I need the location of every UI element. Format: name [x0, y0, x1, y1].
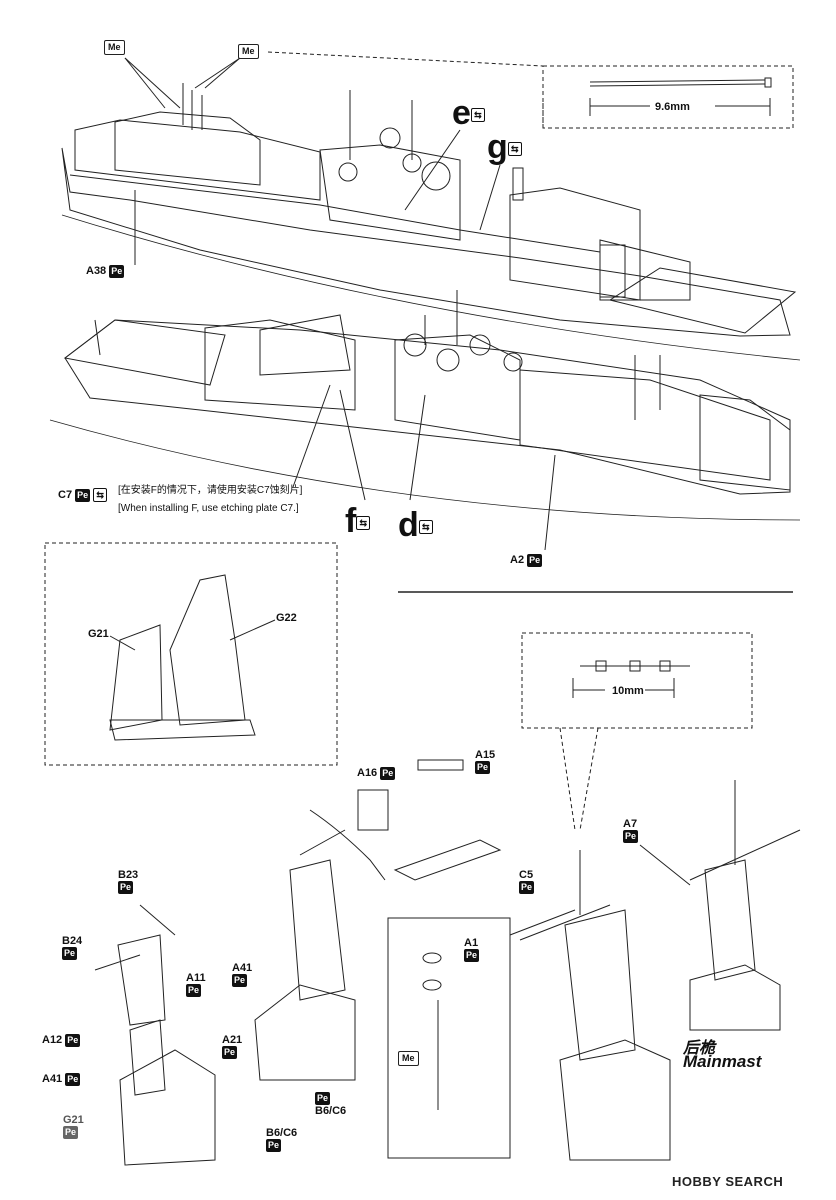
part-a38-code: A38 — [86, 265, 107, 277]
pe-tag-grey: Pe — [63, 1126, 79, 1139]
part-g22-label: G22 — [276, 612, 297, 624]
part-b23-code: B23 — [118, 869, 139, 881]
part-a16-code: A16 — [357, 767, 378, 779]
callout-e: e⇆ — [452, 96, 485, 130]
measure-10mm: 10mm — [612, 685, 644, 697]
callout-d: d⇆ — [398, 508, 433, 542]
callout-f: f⇆ — [345, 502, 371, 540]
pe-tag: Pe — [62, 947, 78, 960]
part-a16-label: A16 Pe — [357, 767, 396, 780]
pe-tag: Pe — [527, 554, 543, 567]
pe-tag: Pe — [475, 761, 491, 774]
swap-icon: ⇆ — [507, 142, 522, 157]
mainmast-title-cn: 后桅 — [683, 1040, 716, 1057]
install-note-en: [When installing F, use etching plate C7… — [118, 503, 299, 514]
part-a21-label: A21 Pe — [222, 1034, 242, 1059]
me-tag-1: Me — [104, 40, 125, 55]
part-b6c6-label-mid: Pe B6/C6 — [315, 1092, 346, 1117]
pe-tag: Pe — [380, 767, 396, 780]
part-a12-code: A12 — [42, 1034, 63, 1046]
pe-tag: Pe — [266, 1139, 282, 1152]
swap-icon: ⇆ — [470, 108, 485, 123]
part-a38-label: A38 Pe — [86, 265, 125, 278]
part-g21-grey-label: G21 Pe — [63, 1114, 84, 1139]
watermark: HOBBY SEARCH — [672, 1174, 784, 1189]
part-a15-label: A15 Pe — [475, 749, 495, 774]
part-c7-code: C7 — [58, 488, 73, 501]
part-b24-label: B24 Pe — [62, 935, 82, 960]
part-a1-code: A1 — [464, 937, 479, 949]
part-g21-label: G21 — [88, 628, 109, 640]
pe-tag: Pe — [222, 1046, 238, 1059]
part-a41-label-mid: A41 Pe — [232, 962, 252, 987]
swap-icon: ⇆ — [93, 488, 108, 502]
pe-tag: Pe — [232, 974, 248, 987]
part-a12-label: A12 Pe — [42, 1034, 81, 1047]
part-a1-label: A1 Pe — [464, 937, 480, 962]
part-a41-code: A41 — [232, 962, 253, 974]
pe-tag: Pe — [65, 1073, 81, 1086]
part-c7-label: C7 Pe ⇆ — [58, 488, 108, 502]
part-c5-code: C5 — [519, 869, 534, 881]
callout-e-letter: e — [452, 94, 471, 132]
part-a11-code: A11 — [186, 972, 206, 984]
part-b6c6-code: B6/C6 — [315, 1105, 347, 1117]
install-note-cn: [在安装F的情况下，请使用安装C7蚀刻片] — [118, 485, 303, 496]
part-a41-code: A41 — [42, 1073, 63, 1085]
mainmast-title-en: Mainmast — [683, 1052, 762, 1071]
part-a7-label: A7 Pe — [623, 818, 639, 843]
pe-tag: Pe — [65, 1034, 81, 1047]
part-a2-code: A2 — [510, 554, 525, 566]
callout-g: g⇆ — [487, 130, 522, 164]
callout-f-letter: f — [345, 502, 357, 540]
pe-tag: Pe — [519, 881, 535, 894]
pe-tag: Pe — [623, 830, 639, 843]
part-a15-code: A15 — [475, 749, 496, 761]
part-b24-code: B24 — [62, 935, 83, 947]
me-tag-3: Me — [398, 1051, 419, 1066]
pe-tag: Pe — [464, 949, 480, 962]
part-a21-code: A21 — [222, 1034, 243, 1046]
pe-tag: Pe — [75, 488, 91, 502]
part-b6c6-code: B6/C6 — [266, 1127, 298, 1139]
pe-tag: Pe — [109, 265, 125, 278]
swap-icon: ⇆ — [356, 516, 371, 531]
measure-9-6mm: 9.6mm — [655, 101, 690, 113]
part-a2-label: A2 Pe — [510, 554, 543, 567]
part-b23-label: B23 Pe — [118, 869, 138, 894]
pe-tag: Pe — [315, 1092, 331, 1105]
part-a41-label-left: A41 Pe — [42, 1073, 81, 1086]
callout-g-letter: g — [487, 128, 508, 166]
part-a7-code: A7 — [623, 818, 638, 830]
pe-tag: Pe — [118, 881, 134, 894]
callout-d-letter: d — [398, 506, 419, 544]
part-c5-label: C5 Pe — [519, 869, 535, 894]
part-g21-code: G21 — [63, 1114, 84, 1126]
swap-icon: ⇆ — [418, 520, 433, 535]
pe-tag: Pe — [186, 984, 202, 997]
part-a11-label: A11 Pe — [186, 972, 206, 997]
me-tag-2: Me — [238, 44, 259, 59]
part-b6c6-label-bottom: B6/C6 Pe — [266, 1127, 297, 1152]
